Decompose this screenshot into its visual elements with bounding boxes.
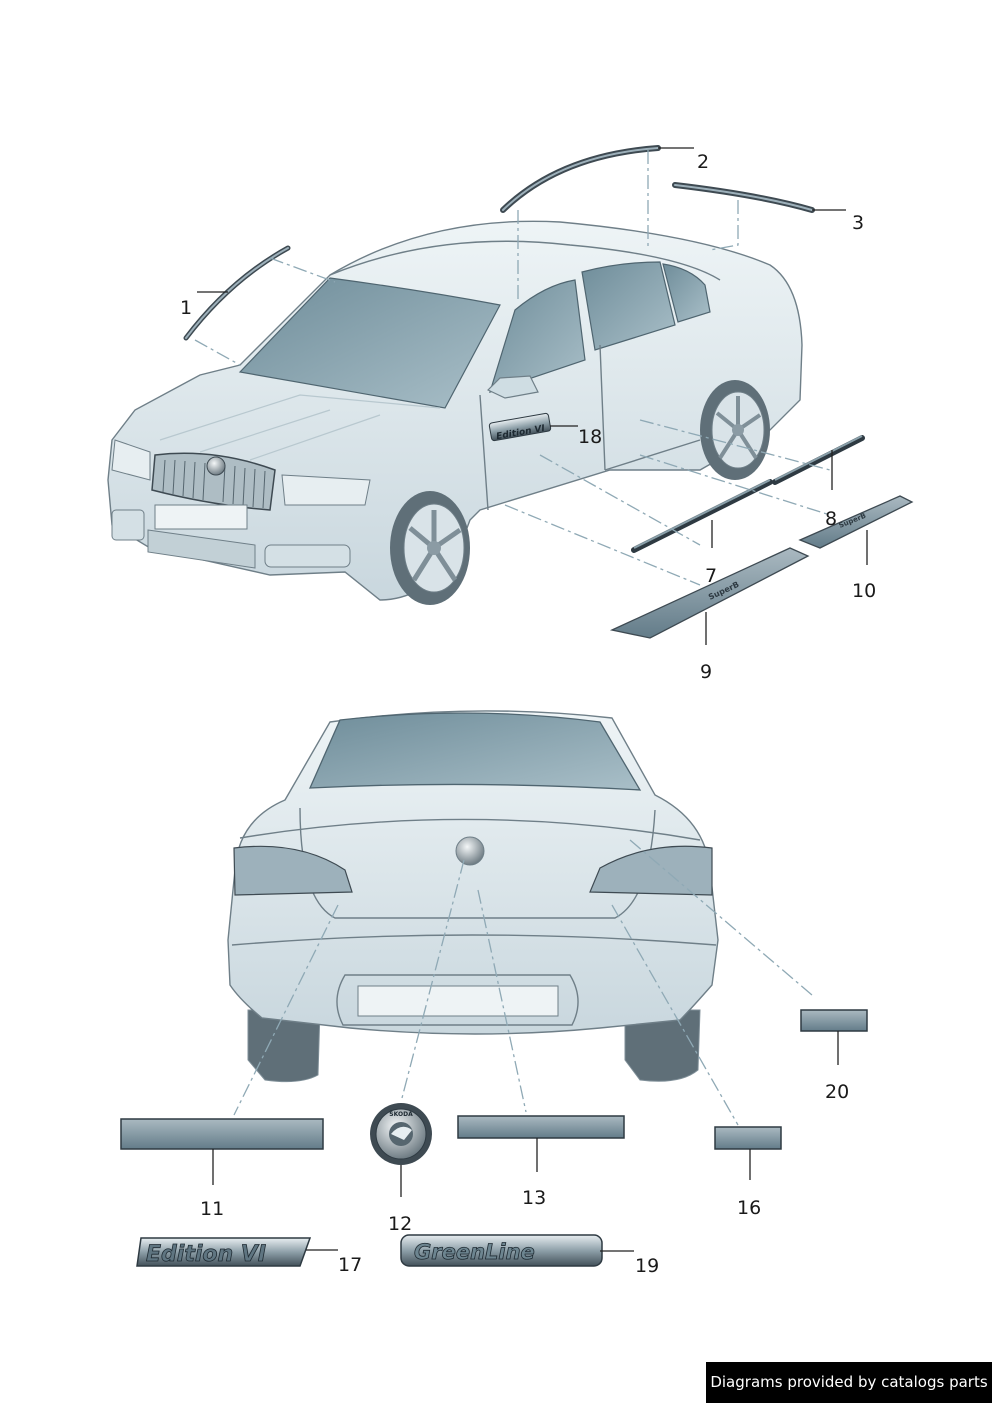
callout-12: 12 xyxy=(388,1213,412,1235)
part-13-rear-badge-strip xyxy=(457,1115,625,1139)
greenline-badge-text: GreenLine xyxy=(414,1240,535,1264)
callout-13: 13 xyxy=(522,1187,546,1209)
front-logo xyxy=(206,456,226,476)
rear-trunk-emblem xyxy=(455,836,485,866)
part-10-rear-sill-plate: SuperB xyxy=(798,495,914,549)
windshield xyxy=(238,277,501,409)
leader-lines-top xyxy=(197,147,868,645)
edition-vi-badge-text: Edition VI xyxy=(146,1242,266,1267)
part-12-skoda-emblem: ŠKODA xyxy=(370,1103,432,1165)
part-17-edition-vi-badge: Edition VI xyxy=(136,1237,312,1267)
rear-quarter-window xyxy=(662,263,711,323)
left-tail-light xyxy=(233,845,353,896)
emblem-logo-text: ŠKODA xyxy=(389,1111,413,1118)
callout-10: 10 xyxy=(852,580,876,602)
guide-lines-bottom xyxy=(233,839,813,1126)
leader-lines-bottom xyxy=(212,1031,839,1252)
callout-17: 17 xyxy=(338,1254,362,1276)
car-front-view: Edition VI xyxy=(107,220,803,605)
callout-7: 7 xyxy=(705,565,717,587)
part-2-roof-molding xyxy=(500,145,661,213)
callout-11: 11 xyxy=(200,1198,224,1220)
part-20-rear-badge-small xyxy=(800,1009,868,1032)
part-1-windshield-molding xyxy=(183,245,291,341)
part-9-front-sill-plate: SuperB xyxy=(609,547,810,639)
rear-door-window xyxy=(581,261,676,351)
rear-window xyxy=(308,712,642,791)
callout-1: 1 xyxy=(180,297,192,319)
callout-19: 19 xyxy=(635,1255,659,1277)
car-rear-view xyxy=(227,710,719,1083)
part-7-front-door-strip xyxy=(631,479,773,553)
callout-2: 2 xyxy=(697,151,709,173)
callout-18: 18 xyxy=(578,426,602,448)
callout-8: 8 xyxy=(825,508,837,530)
credit-footer: Diagrams provided by catalogs parts xyxy=(706,1362,992,1403)
callout-3: 3 xyxy=(852,212,864,234)
callout-16: 16 xyxy=(737,1197,761,1219)
part-11-rear-badge-strip xyxy=(120,1118,324,1150)
right-tail-light xyxy=(589,845,713,896)
guide-lines-top xyxy=(194,150,831,586)
part-16-rear-badge-small xyxy=(714,1126,782,1150)
part-8-rear-door-strip xyxy=(772,435,865,485)
part-19-greenline-badge: GreenLine xyxy=(400,1234,603,1267)
part-3-rear-roof-molding xyxy=(672,182,815,213)
callout-labels: 1 2 3 18 8 7 10 9 20 11 13 16 12 17 19 xyxy=(180,151,876,1277)
callout-9: 9 xyxy=(700,661,712,683)
front-door-window xyxy=(489,279,586,393)
callout-20: 20 xyxy=(825,1081,849,1103)
